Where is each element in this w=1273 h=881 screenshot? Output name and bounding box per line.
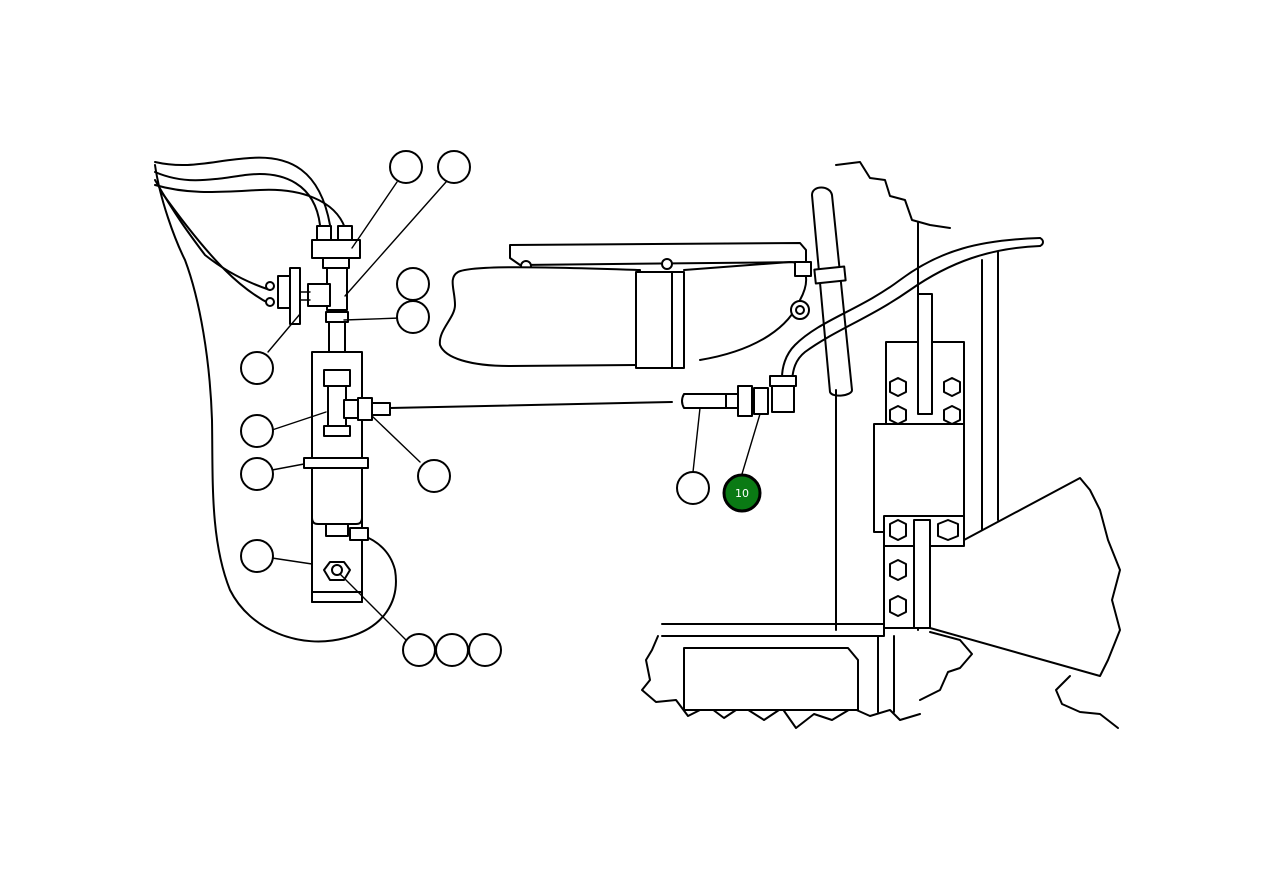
callout-marker[interactable] bbox=[240, 457, 274, 491]
callout-marker[interactable] bbox=[676, 471, 710, 505]
callout-marker[interactable] bbox=[240, 414, 274, 448]
right-frame-plates bbox=[835, 161, 1121, 677]
callout-marker[interactable] bbox=[396, 300, 430, 334]
callout-marker[interactable] bbox=[437, 150, 471, 184]
callout-marker[interactable] bbox=[468, 633, 502, 667]
upper-fitting bbox=[307, 225, 361, 311]
callout-marker[interactable] bbox=[435, 633, 469, 667]
lower-frame bbox=[641, 623, 1119, 729]
filter-assembly bbox=[303, 311, 391, 603]
callout-highlighted[interactable]: 10 bbox=[722, 473, 762, 513]
side-valve bbox=[265, 267, 311, 325]
leader-lines bbox=[267, 181, 761, 641]
callout-marker-active[interactable] bbox=[722, 473, 762, 513]
callout-marker[interactable] bbox=[396, 267, 430, 301]
callout-marker[interactable] bbox=[402, 633, 436, 667]
mounting-bracket-outline bbox=[154, 164, 397, 643]
callout-number: 10 bbox=[735, 487, 749, 500]
callout-marker[interactable] bbox=[389, 150, 423, 184]
callout-marker[interactable] bbox=[417, 459, 451, 493]
callout-marker[interactable] bbox=[240, 539, 274, 573]
supply-hose bbox=[781, 237, 1044, 381]
upper-hoses bbox=[154, 156, 346, 229]
vertical-pipe bbox=[811, 186, 853, 397]
callouts: 10 bbox=[240, 150, 762, 667]
frame-rail bbox=[438, 242, 812, 369]
elbow-fitting bbox=[681, 375, 797, 417]
connecting-tube bbox=[389, 401, 673, 409]
callout-marker[interactable] bbox=[240, 351, 274, 385]
